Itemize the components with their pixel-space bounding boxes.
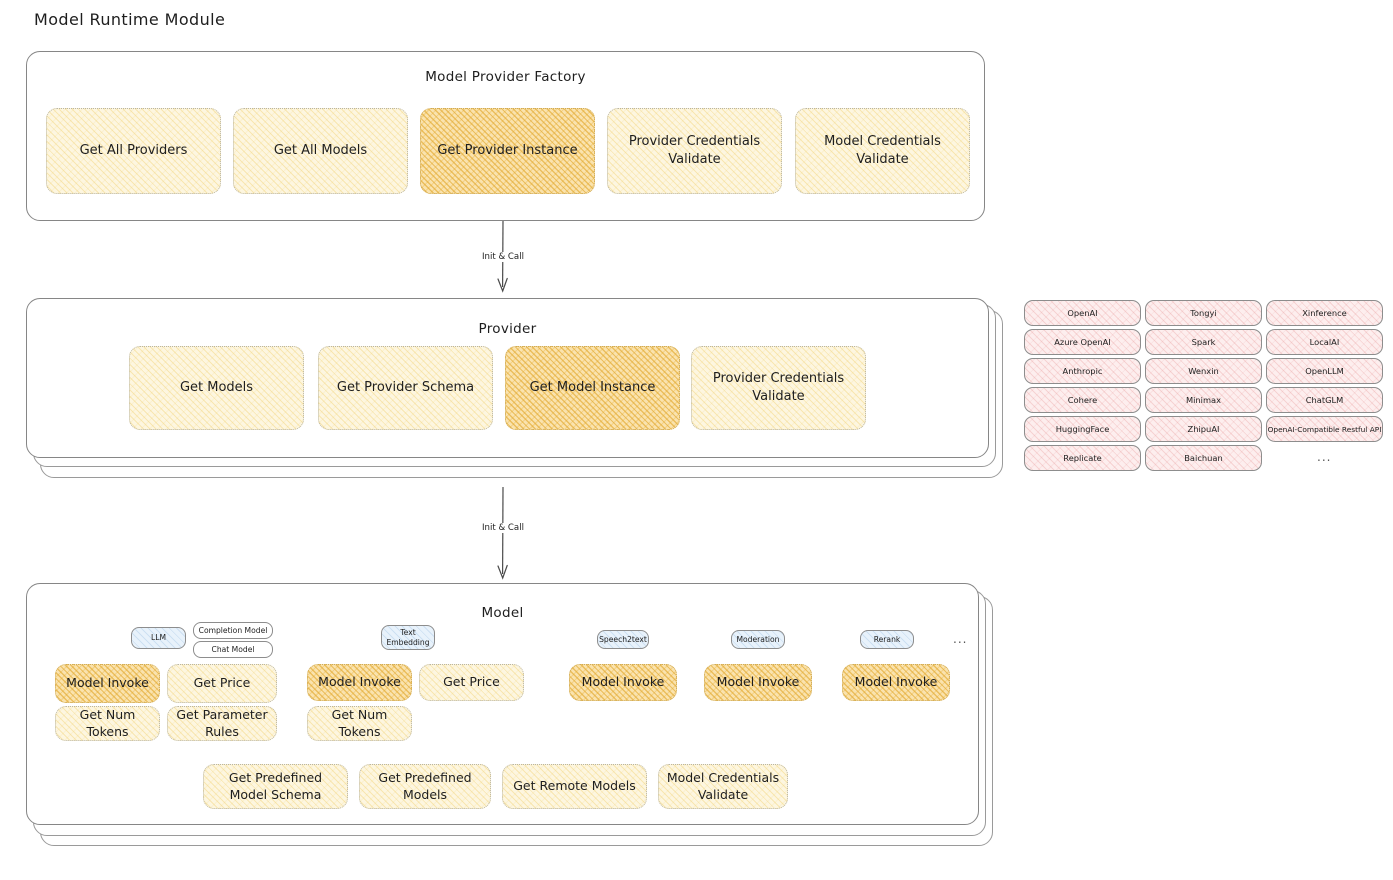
provider-chip-localai[interactable]: LocalAI bbox=[1266, 329, 1383, 355]
arrow-label-init-and-call-1: Init & Call bbox=[479, 252, 527, 262]
provider-chip-chatglm[interactable]: ChatGLM bbox=[1266, 387, 1383, 413]
node-text-embedding-model-invoke[interactable]: Model Invoke bbox=[307, 664, 412, 701]
model-types-more-indicator: ... bbox=[953, 632, 968, 646]
node-get-all-models[interactable]: Get All Models bbox=[233, 108, 408, 194]
node-provider-credentials-validate[interactable]: Provider Credentials Validate bbox=[607, 108, 782, 194]
provider-chip-xinference[interactable]: Xinference bbox=[1266, 300, 1383, 326]
provider-chip-azure-openai[interactable]: Azure OpenAI bbox=[1024, 329, 1141, 355]
model-provider-factory-title: Model Provider Factory bbox=[425, 69, 586, 85]
provider-container: Provider Get Models Get Provider Schema … bbox=[26, 298, 989, 458]
provider-chip-wenxin[interactable]: Wenxin bbox=[1145, 358, 1262, 384]
model-title: Model bbox=[481, 605, 524, 621]
node-get-provider-instance[interactable]: Get Provider Instance bbox=[420, 108, 595, 194]
node-get-predefined-model-schema[interactable]: Get Predefined Model Schema bbox=[203, 764, 348, 809]
provider-chip-replicate[interactable]: Replicate bbox=[1024, 445, 1141, 471]
node-speech2text-model-invoke[interactable]: Model Invoke bbox=[569, 664, 677, 701]
provider-chip-openai[interactable]: OpenAI bbox=[1024, 300, 1141, 326]
node-llm-model-invoke[interactable]: Model Invoke bbox=[55, 664, 160, 703]
provider-chip-openai-compatible-restful-api[interactable]: OpenAI-Compatible Restful API bbox=[1266, 416, 1383, 442]
provider-chip-cohere[interactable]: Cohere bbox=[1024, 387, 1141, 413]
node-model-credentials-validate[interactable]: Model Credentials Validate bbox=[795, 108, 970, 194]
provider-chip-baichuan[interactable]: Baichuan bbox=[1145, 445, 1262, 471]
node-model-credentials-validate-3[interactable]: Model Credentials Validate bbox=[658, 764, 788, 809]
arrow-label-init-and-call-2: Init & Call bbox=[479, 523, 527, 533]
node-get-models[interactable]: Get Models bbox=[129, 346, 304, 430]
model-subtag-chat-model[interactable]: Chat Model bbox=[193, 641, 273, 658]
node-provider-credentials-validate-2[interactable]: Provider Credentials Validate bbox=[691, 346, 866, 430]
model-type-tag-llm[interactable]: LLM bbox=[131, 627, 186, 649]
provider-chip-huggingface[interactable]: HuggingFace bbox=[1024, 416, 1141, 442]
node-moderation-model-invoke[interactable]: Model Invoke bbox=[704, 664, 812, 701]
node-llm-get-num-tokens[interactable]: Get Num Tokens bbox=[55, 706, 160, 741]
provider-chip-zhipuai[interactable]: ZhipuAI bbox=[1145, 416, 1262, 442]
node-rerank-model-invoke[interactable]: Model Invoke bbox=[842, 664, 950, 701]
model-type-tag-text-embedding[interactable]: Text Embedding bbox=[381, 625, 435, 650]
model-provider-factory-container: Model Provider Factory Get All Providers… bbox=[26, 51, 985, 221]
node-text-embedding-get-price[interactable]: Get Price bbox=[419, 664, 524, 701]
provider-chip-spark[interactable]: Spark bbox=[1145, 329, 1262, 355]
provider-chip-anthropic[interactable]: Anthropic bbox=[1024, 358, 1141, 384]
node-get-predefined-models[interactable]: Get Predefined Models bbox=[359, 764, 491, 809]
node-get-provider-schema[interactable]: Get Provider Schema bbox=[318, 346, 493, 430]
provider-title: Provider bbox=[478, 321, 537, 337]
provider-chip-openllm[interactable]: OpenLLM bbox=[1266, 358, 1383, 384]
node-get-all-providers[interactable]: Get All Providers bbox=[46, 108, 221, 194]
model-type-tag-rerank[interactable]: Rerank bbox=[860, 630, 914, 649]
provider-chip-minimax[interactable]: Minimax bbox=[1145, 387, 1262, 413]
node-text-embedding-get-num-tokens[interactable]: Get Num Tokens bbox=[307, 706, 412, 741]
arrow-factory-to-provider: Init & Call bbox=[479, 221, 527, 295]
model-type-tag-speech2text[interactable]: Speech2text bbox=[597, 630, 649, 649]
model-container: Model LLM Completion Model Chat Model Mo… bbox=[26, 583, 979, 825]
node-get-remote-models[interactable]: Get Remote Models bbox=[502, 764, 647, 809]
provider-list-more-indicator: ... bbox=[1317, 450, 1332, 464]
page-title: Model Runtime Module bbox=[34, 10, 226, 29]
model-type-tag-moderation[interactable]: Moderation bbox=[731, 630, 785, 649]
provider-chip-tongyi[interactable]: Tongyi bbox=[1145, 300, 1262, 326]
model-subtag-completion-model[interactable]: Completion Model bbox=[193, 622, 273, 639]
node-llm-get-price[interactable]: Get Price bbox=[167, 664, 277, 703]
node-llm-get-parameter-rules[interactable]: Get Parameter Rules bbox=[167, 706, 277, 741]
arrow-provider-to-model: Init & Call bbox=[479, 487, 527, 583]
provider-list: OpenAI Azure OpenAI Anthropic Cohere Hug… bbox=[1024, 300, 1384, 480]
node-get-model-instance[interactable]: Get Model Instance bbox=[505, 346, 680, 430]
